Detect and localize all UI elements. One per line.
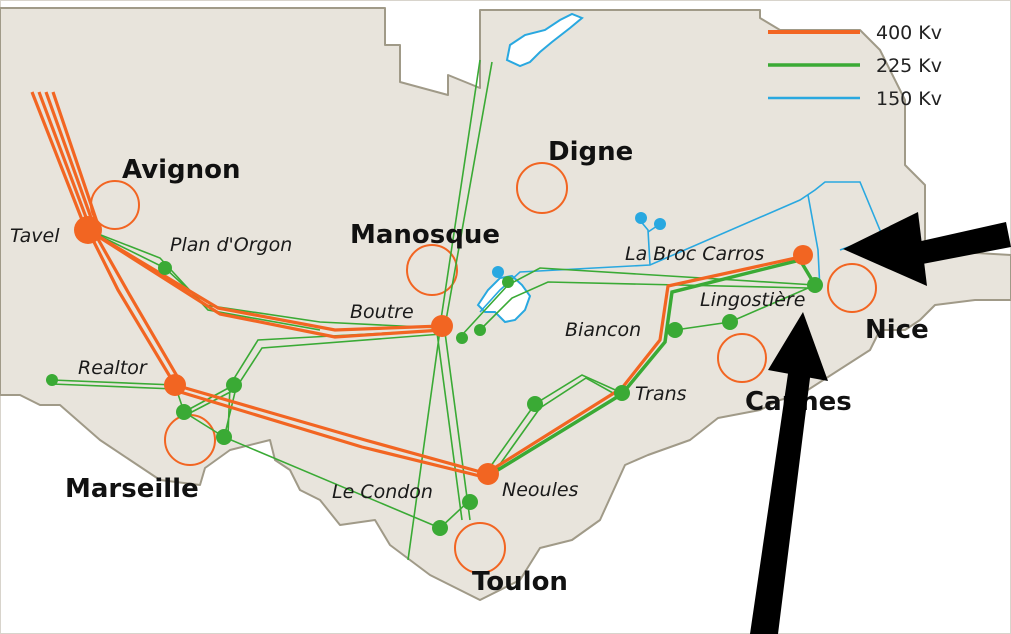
substation-lingostiere-b (807, 277, 823, 293)
city-label-toulon: Toulon (472, 567, 568, 597)
substation-realtor (164, 374, 186, 396)
substation-marseille-c (216, 429, 232, 445)
substation-trans (614, 385, 630, 401)
city-ring-nice (827, 263, 877, 313)
station-label-tavel: Tavel (10, 225, 60, 247)
substation-boutre-a (456, 332, 468, 344)
substation-biancon (667, 322, 683, 338)
substation-var (527, 396, 543, 412)
station-dot-150-c (492, 266, 504, 278)
city-label-digne: Digne (548, 137, 633, 167)
station-label-plan-dorgon: Plan d'Orgon (170, 234, 292, 256)
city-label-marseille: Marseille (65, 474, 199, 504)
station-label-boutre: Boutre (350, 301, 414, 323)
annotation-arrow-bottom (750, 312, 828, 634)
station-label-le-condon: Le Condon (332, 481, 433, 503)
station-label-trans: Trans (635, 383, 687, 405)
station-label-la-broc-carros: La Broc Carros (625, 243, 764, 265)
substation-neoules (477, 463, 499, 485)
lake-sainte-croix (476, 274, 532, 324)
city-label-avignon: Avignon (122, 155, 241, 185)
annotation-arrow-right (843, 212, 1011, 286)
substation-lingostiere-a (722, 314, 738, 330)
station-label-neoules: Neoules (502, 479, 579, 501)
legend-label-225: 225 Kv (876, 55, 942, 77)
substation-plan-dorgon (158, 261, 172, 275)
substation-marseille-a (226, 377, 242, 393)
arrow-head-bottom (768, 312, 828, 381)
legend-label-150: 150 Kv (876, 88, 942, 110)
city-ring-toulon (454, 522, 506, 574)
lake-north (505, 12, 584, 68)
substation-toulon (462, 494, 478, 510)
substation-boutre-b (474, 324, 486, 336)
arrow-head-right (843, 212, 927, 286)
substation-boutre (431, 315, 453, 337)
station-label-realtor: Realtor (78, 357, 148, 379)
legend: 400 Kv 225 Kv 150 Kv (768, 22, 942, 110)
city-label-nice: Nice (865, 315, 929, 345)
substation-marseille-b (176, 404, 192, 420)
arrow-shaft-bottom (750, 360, 812, 634)
substation-lake (502, 276, 514, 288)
city-label-manosque: Manosque (350, 220, 500, 250)
station-label-lingostiere: Lingostière (700, 289, 805, 311)
arrow-shaft-right (908, 222, 1011, 266)
city-ring-cannes (717, 333, 767, 383)
station-label-biancon: Biancon (565, 319, 641, 341)
substation-realtor-west (46, 374, 58, 386)
station-dot-150-b (654, 218, 666, 230)
substation-tavel (74, 216, 102, 244)
substation-la-broc-carros (793, 245, 813, 265)
city-ring-manosque (406, 244, 458, 296)
lines-400kv (30, 91, 806, 480)
station-dot-150-a (635, 212, 647, 224)
legend-label-400: 400 Kv (876, 22, 942, 44)
city-ring-digne (516, 162, 568, 214)
substation-le-condon (432, 520, 448, 536)
